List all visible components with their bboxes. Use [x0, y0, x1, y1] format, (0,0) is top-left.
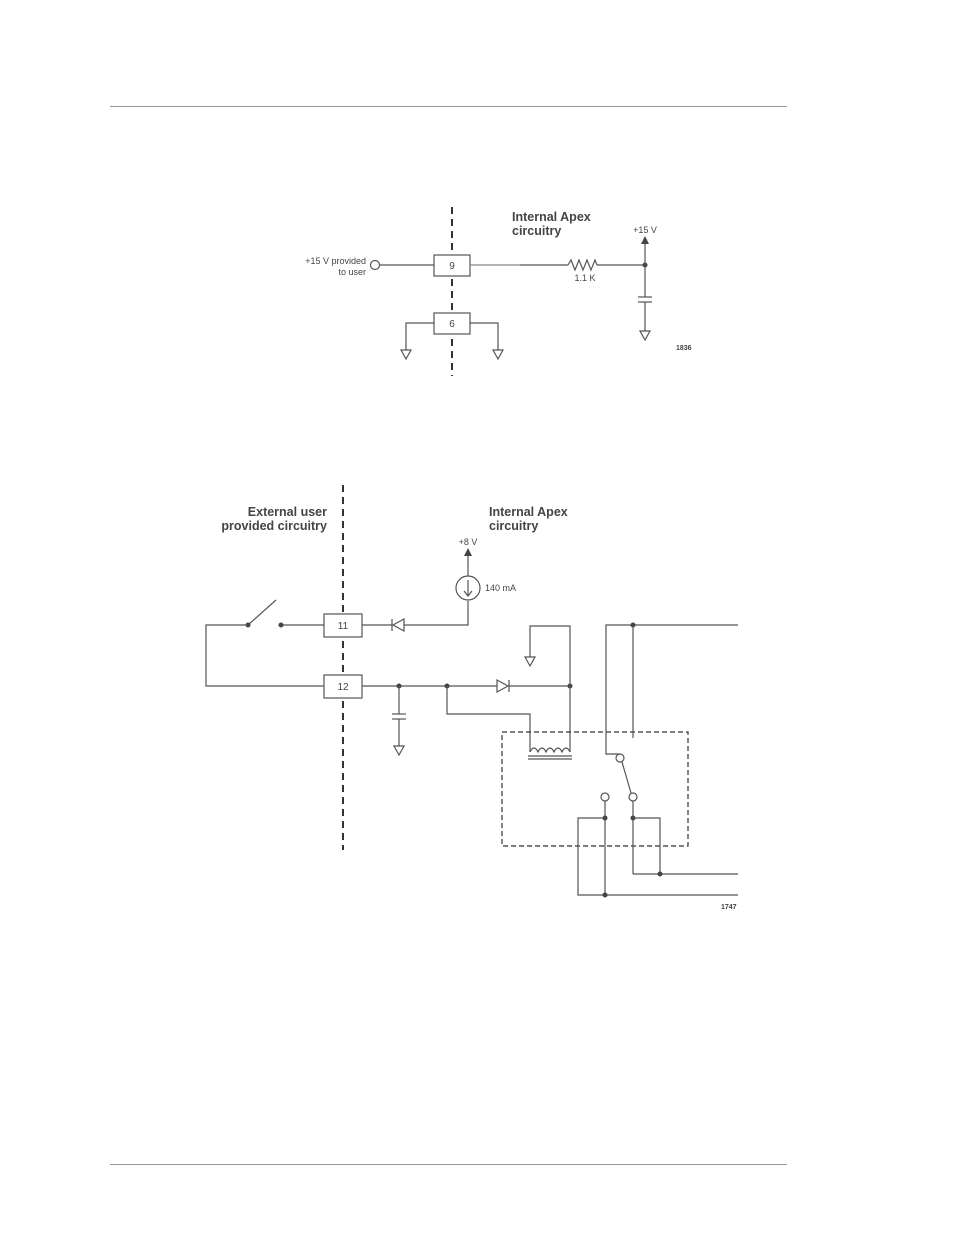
ground-icon	[525, 657, 535, 666]
supply-arrow-icon	[641, 236, 649, 244]
pin-12-label: 12	[337, 682, 349, 693]
resistor-symbol	[568, 260, 597, 270]
diagram-1: 9 1.1 K +15 V 6 Internal Apex circuitry …	[305, 207, 691, 376]
current-label: 140 mA	[485, 583, 516, 593]
wire	[404, 601, 468, 625]
user-terminal	[371, 261, 380, 270]
internal-label: circuitry	[512, 224, 561, 238]
external-label: provided circuitry	[221, 519, 327, 533]
supply-label: +15 V	[633, 225, 657, 235]
relay-coil-symbol	[530, 748, 570, 752]
wire	[206, 625, 324, 686]
ground-icon	[394, 746, 404, 755]
wire	[606, 625, 738, 754]
wire	[530, 626, 570, 752]
ground-icon	[401, 350, 411, 359]
external-label: External user	[248, 505, 327, 519]
supply-arrow-icon	[464, 548, 472, 556]
internal-label: Internal Apex	[489, 505, 568, 519]
wire	[470, 323, 498, 350]
ground-icon	[493, 350, 503, 359]
pin-11-label: 11	[338, 621, 349, 632]
figure-number: 1836	[676, 345, 692, 352]
diagram-2: External user provided circuitry Interna…	[206, 485, 738, 911]
internal-label: circuitry	[489, 519, 538, 533]
diode-symbol	[497, 680, 508, 692]
resistor-label: 1.1 K	[574, 273, 595, 283]
junction-dot	[658, 872, 663, 877]
pin-6-label: 6	[449, 319, 455, 330]
diode-symbol	[393, 619, 404, 631]
relay-common-contact	[616, 754, 624, 762]
internal-label: Internal Apex	[512, 210, 591, 224]
junction-dot	[279, 623, 284, 628]
relay-no-contact	[629, 793, 637, 801]
relay-switch-arm	[622, 762, 631, 793]
wire	[447, 686, 530, 752]
supply-label: +8 V	[459, 537, 478, 547]
user-supply-label: to user	[338, 267, 366, 277]
wire	[406, 323, 434, 350]
relay-nc-contact	[601, 793, 609, 801]
junction-dot	[603, 893, 608, 898]
user-supply-label: +15 V provided	[305, 256, 366, 266]
figure-number: 1747	[721, 904, 737, 911]
wire	[578, 818, 738, 895]
switch-arm	[248, 600, 276, 625]
ground-icon	[640, 331, 650, 340]
pin-9-label: 9	[449, 261, 455, 272]
